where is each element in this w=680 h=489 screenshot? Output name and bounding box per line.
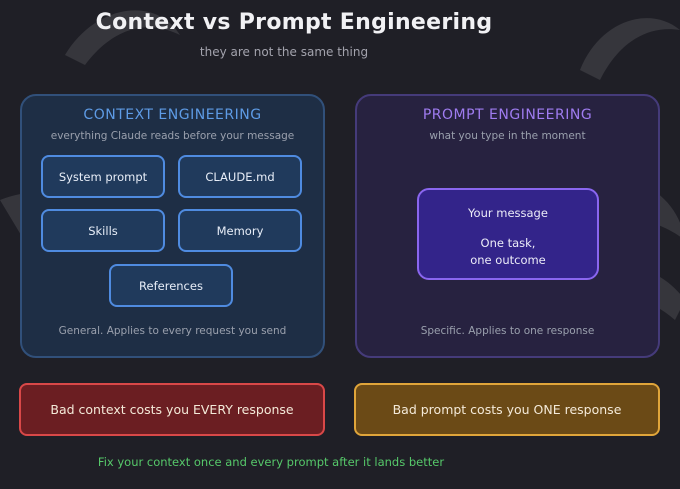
message-box-line: One task, [480,236,536,250]
page-title: Context vs Prompt Engineering [95,10,493,35]
claude-md-chip: CLAUDE.md [178,155,302,198]
watermark-shape-icon [580,18,680,80]
page-subtitle: they are not the same thing [199,45,369,59]
skills-chip: Skills [41,209,165,252]
memory-chip: Memory [178,209,302,252]
context-panel-footer: General. Applies to every request you se… [58,325,287,337]
bad-prompt-banner: Bad prompt costs you ONE response [354,383,660,436]
context-engineering-panel: CONTEXT ENGINEERING everything Claude re… [20,94,325,358]
system-prompt-chip: System prompt [41,155,165,198]
message-box-line: one outcome [470,253,546,267]
prompt-panel-footer: Specific. Applies to one response [420,325,595,337]
prompt-panel-title: PROMPT ENGINEERING [422,107,593,123]
watermark-shape-icon [65,10,180,65]
context-panel-title: CONTEXT ENGINEERING [83,107,262,123]
prompt-engineering-panel: PROMPT ENGINEERING what you type in the … [355,94,660,358]
footer-note: Fix your context once and every prompt a… [97,455,445,469]
prompt-panel-subtitle: what you type in the moment [429,130,586,142]
bad-context-banner: Bad context costs you EVERY response [19,383,325,436]
context-panel-subtitle: everything Claude reads before your mess… [50,130,295,142]
your-message-box: Your message One task, one outcome [417,188,599,280]
message-box-title: Your message [468,206,548,220]
references-chip: References [109,264,233,307]
